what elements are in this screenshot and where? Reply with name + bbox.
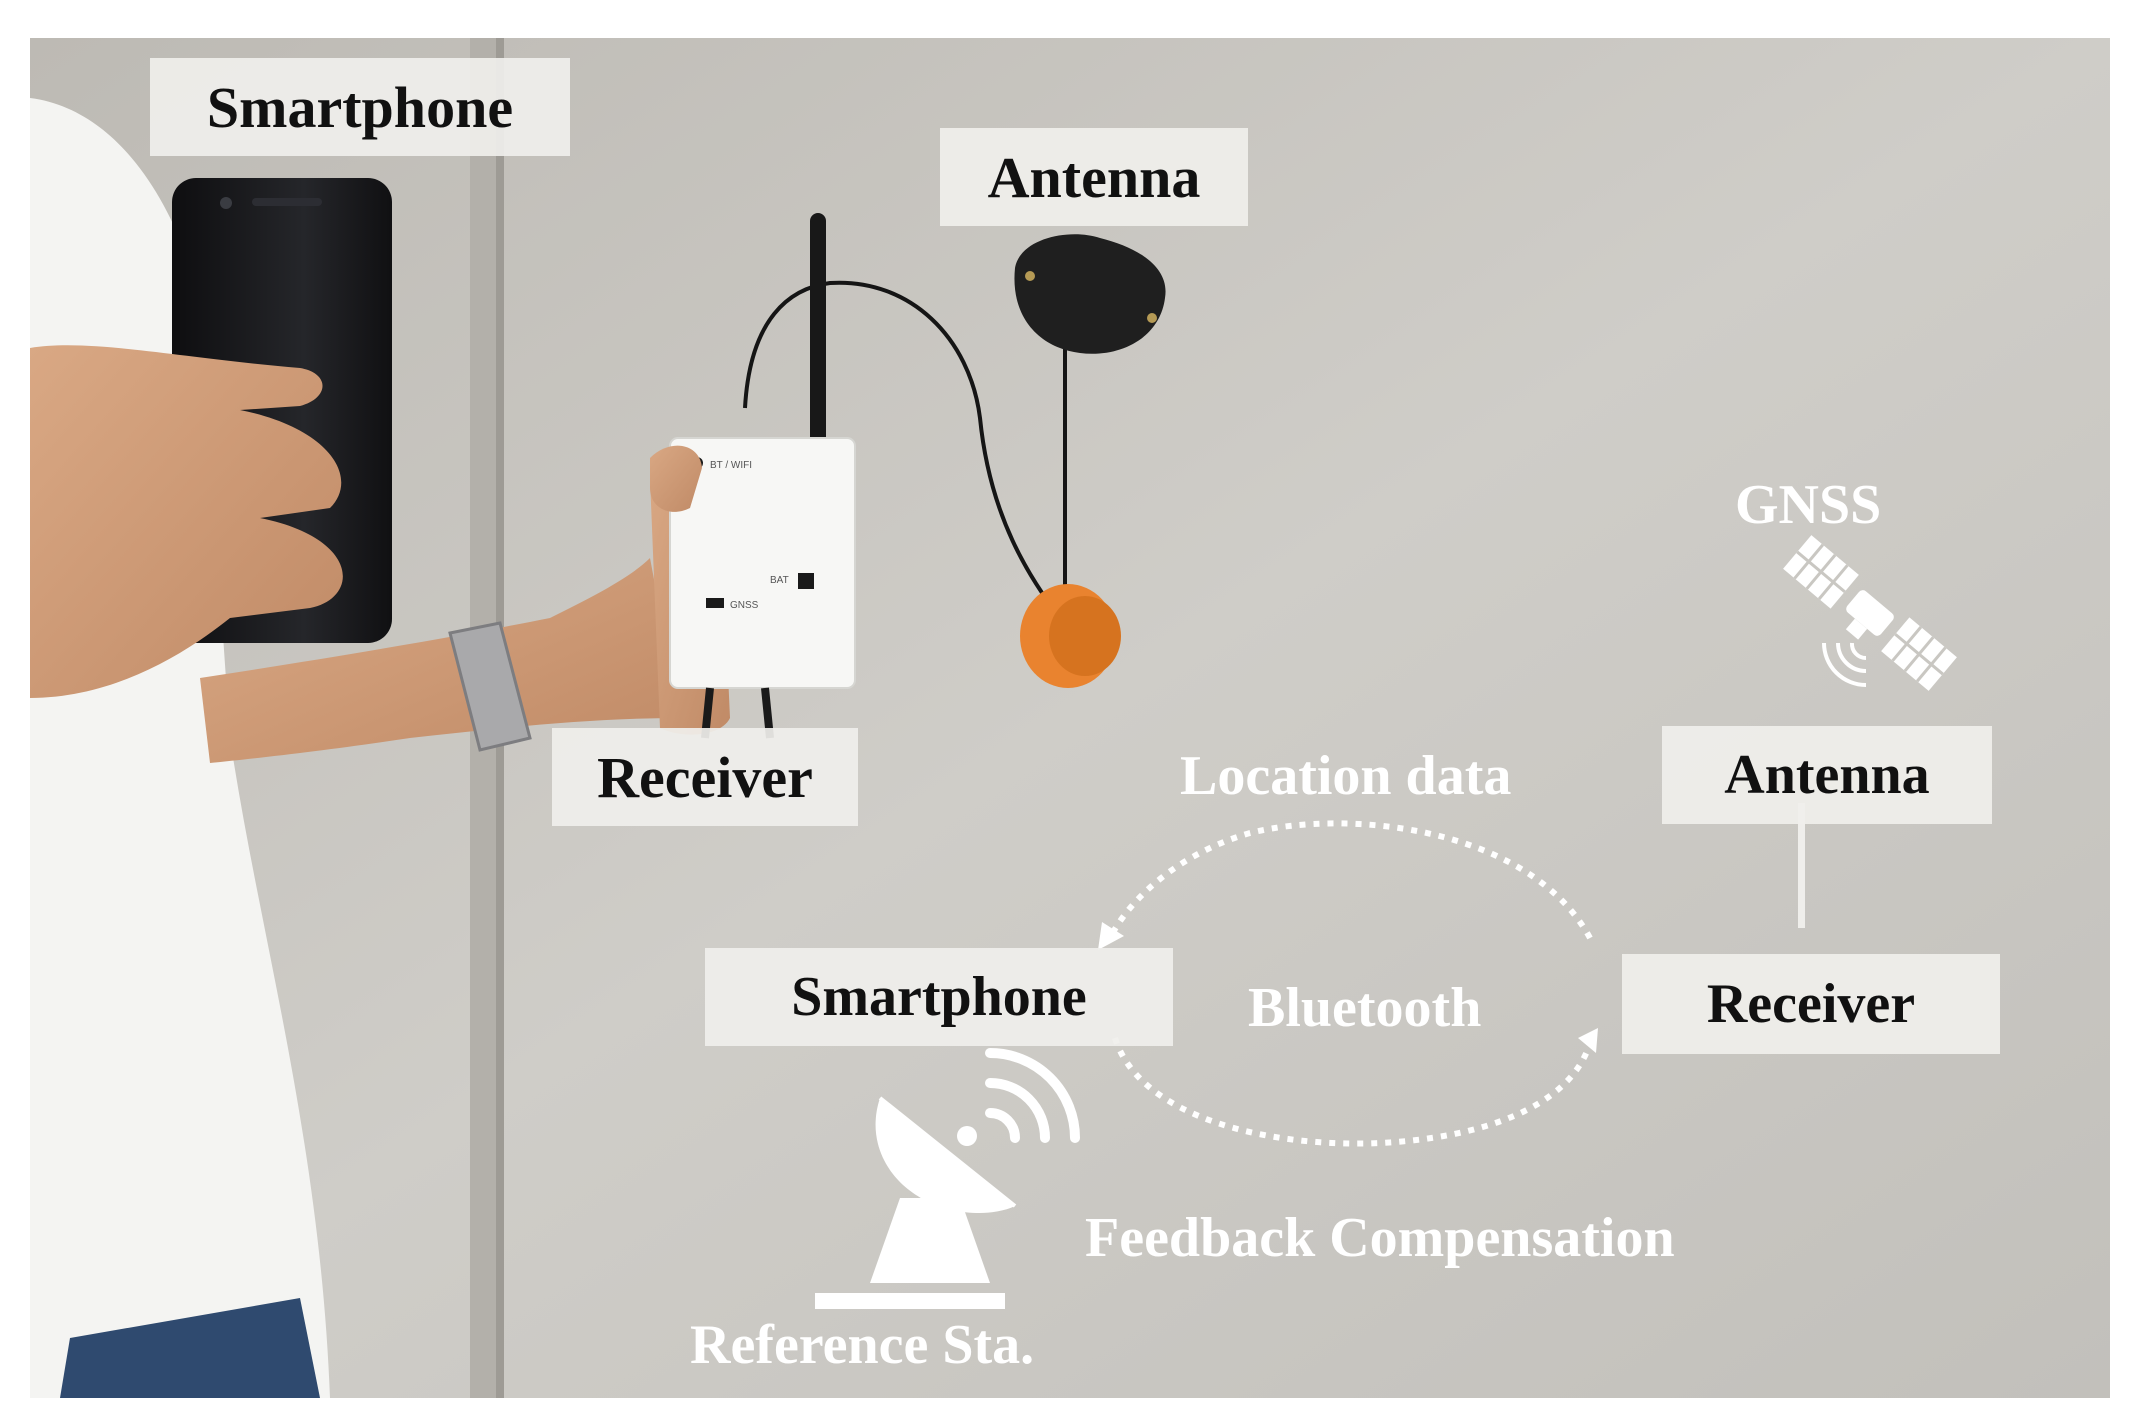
smartphone-photo-label: Smartphone	[150, 58, 570, 156]
diagram-receiver-label: Receiver	[1622, 954, 2000, 1054]
gnss-antenna-puck	[1014, 234, 1166, 354]
receiver-port	[706, 598, 724, 608]
feedback-compensation-label: Feedback Compensation	[1085, 1207, 1675, 1269]
receiver-print-gnss: GNSS	[730, 600, 759, 611]
gnss-label: GNSS	[1735, 474, 1882, 536]
signal-waves-icon	[985, 1048, 1080, 1143]
reference-station-label: Reference Sta.	[690, 1314, 1035, 1376]
satellite-dish-icon	[815, 1096, 1017, 1309]
right-thumb	[650, 445, 702, 512]
location-data-arrowhead	[1098, 922, 1124, 950]
antenna-cable	[743, 280, 1062, 620]
wristwatch	[448, 621, 532, 752]
photo-frame: BT / WIFI BAT GNSS	[30, 38, 2110, 1398]
right-arm	[200, 558, 680, 763]
receiver-rod-antenna	[810, 213, 826, 453]
antenna-receiver-connector	[1798, 803, 1805, 928]
photo-scene: BT / WIFI BAT GNSS	[30, 38, 2110, 1398]
receiver-switch	[798, 573, 814, 589]
phone-speaker	[252, 198, 322, 206]
receiver-photo-label: Receiver	[552, 728, 858, 826]
jeans	[60, 1298, 320, 1398]
receiver-print-bt-wifi: BT / WIFI	[710, 460, 752, 471]
left-hand	[30, 345, 343, 698]
satellite-signal-waves-icon	[1822, 642, 1867, 687]
antenna-screw-right	[1147, 313, 1157, 323]
feedback-arrow	[1112, 1037, 1593, 1147]
location-data-label: Location data	[1180, 745, 1512, 807]
antenna-screw-left	[1025, 271, 1035, 281]
bluetooth-label: Bluetooth	[1248, 977, 1482, 1039]
satellite-icon	[1783, 535, 1957, 691]
feedback-arrowhead	[1578, 1028, 1598, 1053]
phone-camera	[220, 197, 232, 209]
diagram-smartphone-label: Smartphone	[705, 948, 1173, 1046]
receiver-print-bat: BAT	[770, 575, 789, 586]
location-data-arrow	[1107, 820, 1593, 940]
diagram-antenna-label: Antenna	[1662, 726, 1992, 824]
antenna-photo-label: Antenna	[940, 128, 1248, 226]
orange-holder-rim	[1049, 596, 1121, 676]
receiver-device	[669, 437, 856, 689]
